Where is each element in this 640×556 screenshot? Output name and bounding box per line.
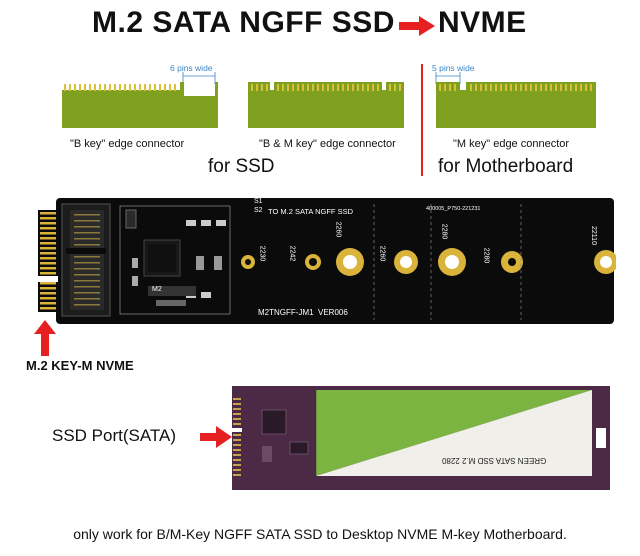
right-arrow-icon bbox=[200, 426, 232, 448]
board-serial-label: 400005_P750-221231 bbox=[426, 206, 481, 212]
b-key-connector-label: "B key" edge connector bbox=[70, 138, 185, 150]
size-label-2260-b: 2260 bbox=[378, 245, 386, 262]
title-left: M.2 SATA NGFF SSD bbox=[92, 6, 395, 39]
size-label-2280-b: 2280 bbox=[482, 247, 490, 264]
size-label-2280-a: 2280 bbox=[440, 223, 448, 240]
m-key-connector-label: "M key" edge connector bbox=[453, 138, 570, 150]
b-key-pins-label: 6 pins wide bbox=[170, 63, 213, 73]
bm-key-connector-diagram bbox=[248, 82, 404, 128]
board-to-label: TO M.2 SATA NGFF SSD bbox=[268, 207, 354, 216]
m-key-pins-label: 5 pins wide bbox=[432, 63, 475, 73]
right-arrow-icon bbox=[399, 16, 435, 36]
m-key-connector-diagram bbox=[435, 72, 596, 128]
size-label-22110: 22110 bbox=[589, 226, 597, 245]
board-m2-label: M2 bbox=[152, 286, 162, 293]
board-s2-label: S2 bbox=[254, 207, 263, 214]
footer-note: only work for B/M-Key NGFF SATA SSD to D… bbox=[73, 526, 567, 542]
size-label-2260-a: 2260 bbox=[334, 221, 342, 238]
ssd-card-text: GREEN SATA SSD M.2 2280 bbox=[442, 456, 547, 465]
board-version-label: VER006 bbox=[318, 308, 348, 317]
board-s1-label: S1 bbox=[254, 198, 263, 205]
up-arrow-icon bbox=[34, 320, 56, 356]
title-row: M.2 SATA NGFF SSD NVME bbox=[0, 6, 640, 46]
for-motherboard-label: for Motherboard bbox=[438, 156, 574, 177]
section-divider bbox=[421, 64, 423, 176]
ssd-port-label: SSD Port(SATA) bbox=[52, 426, 177, 445]
b-key-connector-diagram bbox=[62, 72, 218, 128]
for-ssd-label: for SSD bbox=[208, 156, 275, 177]
board-model-label: M2TNGFF-JM1 bbox=[258, 308, 314, 317]
size-label-2242: 2242 bbox=[288, 245, 296, 262]
sata-ssd-card bbox=[232, 386, 610, 490]
adapter-board bbox=[38, 198, 616, 324]
title-right: NVME bbox=[438, 6, 527, 39]
size-label-2230: 2230 bbox=[258, 245, 266, 262]
bm-key-connector-label: "B & M key" edge connector bbox=[259, 138, 396, 150]
key-m-nvme-label: M.2 KEY-M NVME bbox=[26, 358, 134, 373]
